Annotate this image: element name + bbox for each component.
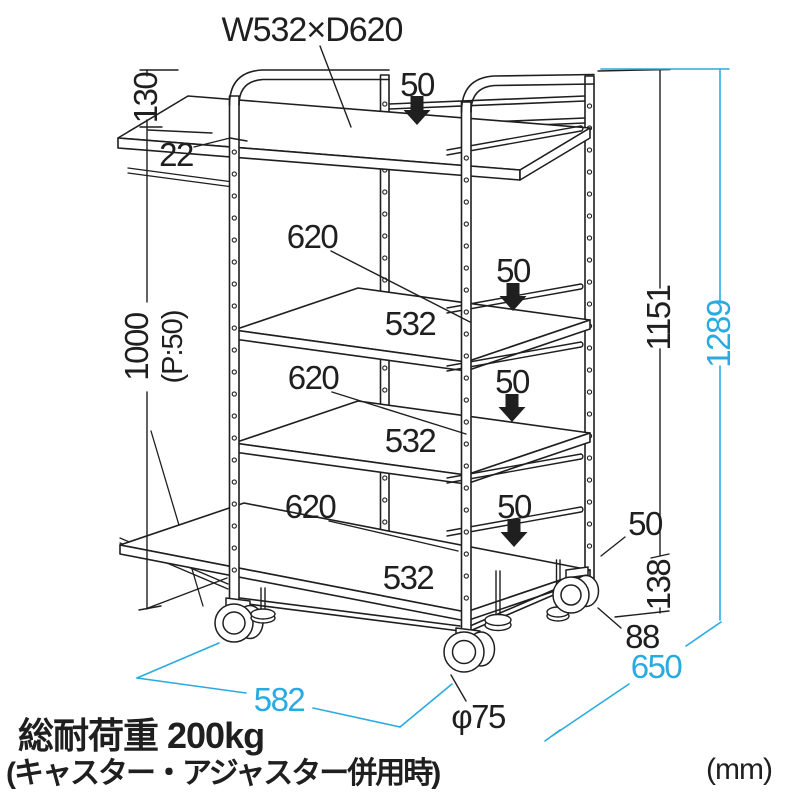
units-label: (mm) [706, 753, 772, 786]
front-left-adjuster [250, 587, 276, 624]
left-dimension-line [138, 69, 228, 611]
shelf-width-label-2: 532 [385, 422, 436, 459]
front-right-post [460, 101, 472, 631]
load-condition-text: (キャスター・アジャスター併用時) [6, 756, 440, 790]
caster-diameter-leader [450, 674, 467, 702]
adjuster-leader [597, 607, 622, 629]
pitch-label-1: 50 [400, 66, 435, 103]
adjuster-height-label: 88 [625, 618, 659, 655]
handle-height-label: 130 [127, 72, 164, 124]
pitch-arrow-icon [499, 283, 527, 311]
shelf-depth-label-1: 620 [287, 218, 339, 255]
bottom-offset-leader [600, 536, 626, 557]
depth-leader-2 [331, 391, 467, 435]
bottom-offset-label: 50 [628, 505, 663, 542]
shelf-depth-label-2: 620 [288, 359, 340, 396]
shelf-depth-label-3: 620 [285, 488, 337, 525]
board-thickness-leader [193, 137, 248, 148]
pitch-label-2: 50 [496, 252, 531, 289]
right-handle-bar [460, 73, 595, 113]
total-height-label: 1289 [700, 300, 737, 368]
left-handle-bar [228, 69, 390, 106]
caster-diameter-label: φ75 [451, 698, 505, 735]
front-left-post [228, 95, 240, 601]
top-shelf-leader [319, 45, 352, 128]
total-width-label: 582 [254, 681, 305, 718]
pitch-label-4: 50 [497, 488, 532, 525]
shelf-width-label-3: 532 [383, 559, 434, 596]
front-right-adjuster [484, 570, 512, 632]
frame-height-label: 1151 [640, 285, 677, 350]
pitch-arrow-icon [500, 519, 528, 547]
pitch-label-3: 50 [495, 363, 530, 400]
total-width-line [136, 642, 453, 728]
top-shelf-support-arm [127, 167, 234, 188]
depth-leader-1 [330, 250, 471, 323]
front-right-caster [443, 627, 496, 673]
load-capacity-text: 総耐荷重 200kg [18, 715, 264, 756]
pitch-arrow-icon [498, 394, 526, 422]
depth-leader-3 [328, 520, 459, 552]
pitch-note-label: (P:50) [157, 311, 189, 384]
total-height-line [600, 68, 730, 621]
total-depth-line [544, 621, 722, 742]
shelf-width-label-1: 532 [385, 305, 436, 342]
board-thickness-label: 22 [159, 136, 193, 173]
pitch-arrow-icon [403, 96, 431, 125]
floor-clearance-label: 138 [640, 560, 677, 611]
top-shelf-size-label: W532×D620 [222, 11, 403, 49]
rear-right-caster [552, 566, 600, 614]
rear-right-post [584, 75, 595, 589]
post-height-label: 1000 [118, 312, 155, 381]
total-depth-label: 650 [631, 648, 683, 685]
right-dimension-line [597, 68, 671, 618]
